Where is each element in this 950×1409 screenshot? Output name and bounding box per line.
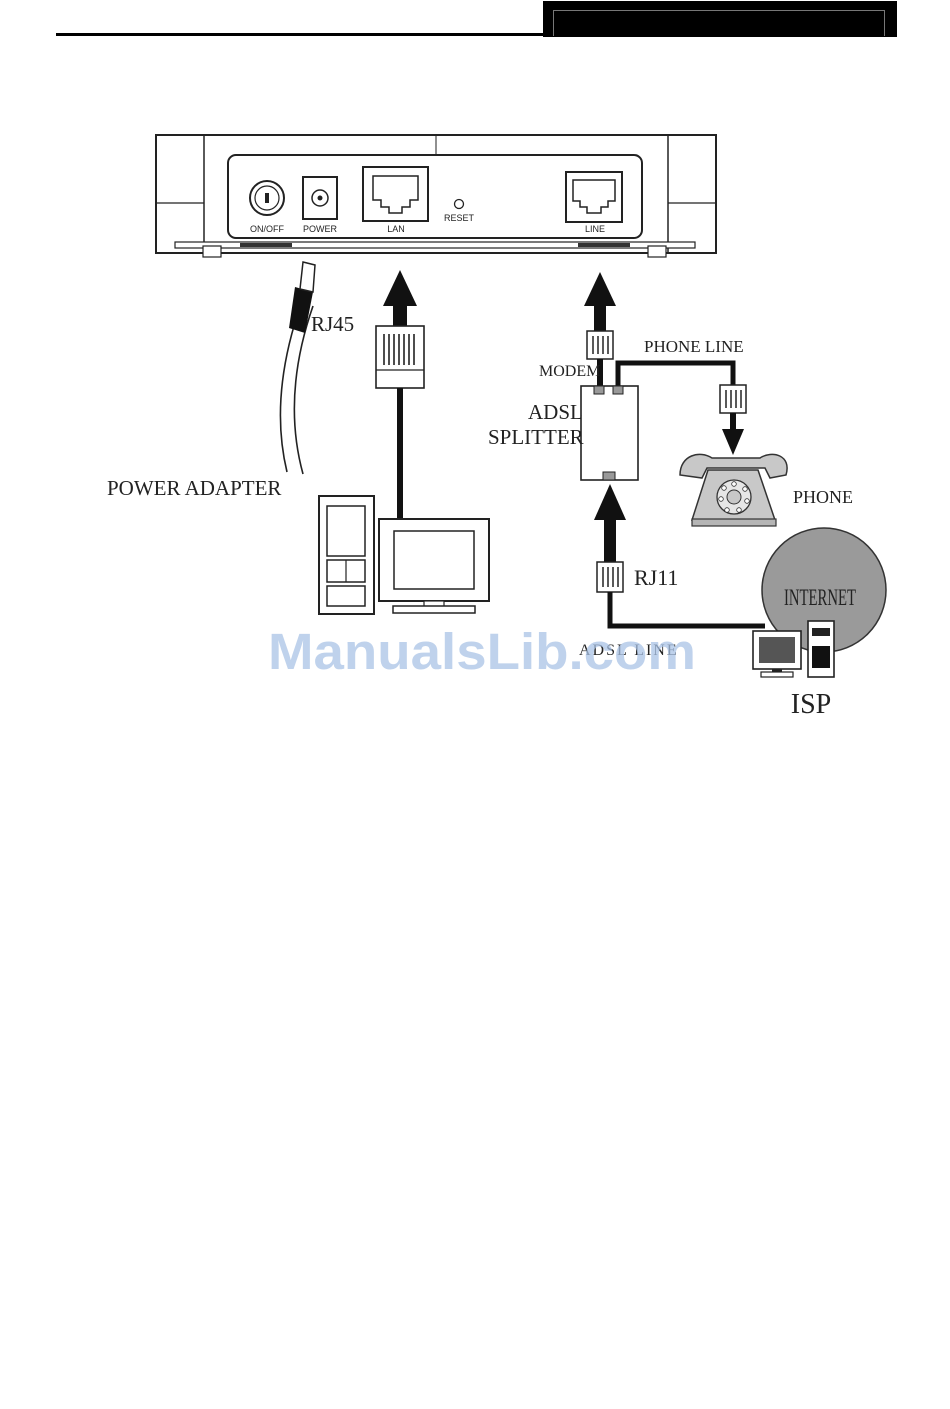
- adsl-line-arrow: [594, 484, 626, 564]
- power-label: POWER: [303, 224, 338, 234]
- lan-arrow: [383, 270, 417, 328]
- reset-label: RESET: [444, 213, 475, 223]
- phone-arrow: [722, 413, 744, 455]
- line-arrow: [584, 272, 616, 334]
- adsl-line-cable: [610, 592, 765, 626]
- reset-button-icon: [455, 200, 464, 209]
- modem-label: MODEM: [539, 363, 600, 380]
- rj45-connector-icon: [376, 326, 424, 388]
- rj11-label: RJ11: [634, 565, 678, 590]
- phone-rj11-connector-icon: [720, 385, 746, 413]
- phone-line-label: PHONE LINE: [644, 337, 744, 356]
- modem-rj11-connector-icon: [587, 331, 613, 359]
- telephone-icon: [680, 454, 787, 526]
- on-off-label: ON/OFF: [250, 224, 284, 234]
- router-rear-panel: [156, 135, 716, 257]
- power-adapter-cable: [280, 262, 315, 474]
- phone-line-cable: [618, 363, 733, 387]
- splitter-label: SPLITTER: [488, 425, 584, 449]
- lan-cable: [397, 388, 403, 518]
- computer-tower-icon: [319, 496, 374, 614]
- adsl-splitter-icon: [581, 386, 638, 480]
- rj11-connector-icon: [597, 562, 623, 592]
- power-jack-icon: [303, 177, 337, 219]
- power-adapter-label: POWER ADAPTER: [107, 476, 281, 500]
- internet-label: INTERNET: [784, 585, 856, 610]
- lan-port-icon: [363, 167, 428, 221]
- isp-label: ISP: [791, 689, 831, 720]
- line-label: LINE: [585, 224, 605, 234]
- manualslib-watermark: ManualsLib.com: [268, 623, 696, 680]
- phone-label: PHONE: [793, 487, 853, 507]
- lan-label: LAN: [387, 224, 405, 234]
- on-off-switch-icon: [250, 181, 284, 215]
- monitor-icon: [379, 519, 489, 613]
- adsl-label: ADSL: [528, 400, 583, 424]
- line-port-icon: [566, 172, 622, 222]
- rj45-label: RJ45: [311, 312, 354, 336]
